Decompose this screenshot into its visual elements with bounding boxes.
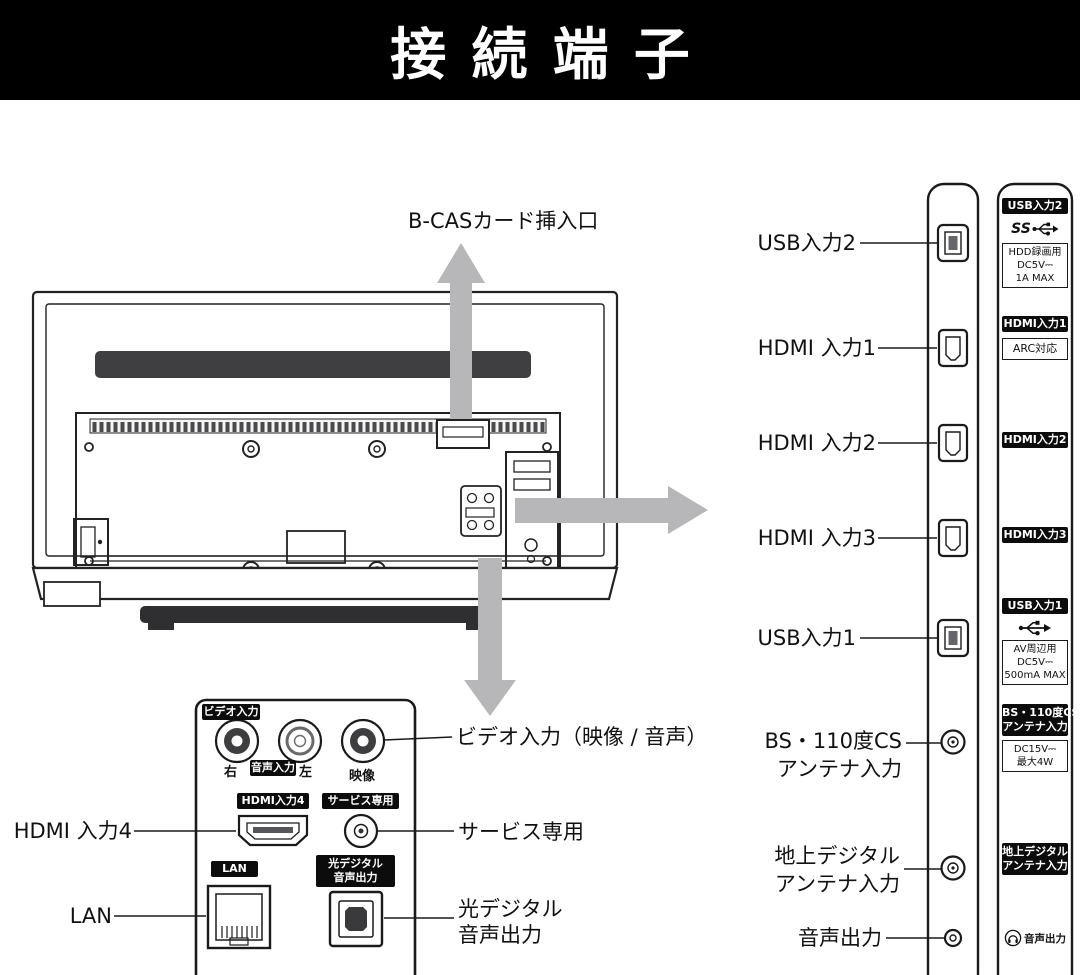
side-panel-strip [926, 182, 980, 975]
jack-label-video: 映像 [349, 769, 376, 784]
bottom-panel-box [194, 698, 417, 975]
callout-hdmi3: HDMI 入力3 [757, 526, 876, 550]
service-badge: サービス専用 [322, 793, 399, 809]
rca-jack-right [214, 718, 260, 764]
spec-hdmi3-badge: HDMI入力3 [1002, 527, 1068, 543]
spec-arc-note: ARC対応 [1002, 338, 1068, 360]
callout-hdmi4: HDMI 入力4 [13, 819, 132, 843]
rca-jack-left [277, 718, 323, 764]
tv-handle-bar [95, 351, 531, 378]
lan-badge: LAN [211, 861, 258, 877]
bottom-port-cluster [460, 485, 502, 537]
tv-rear-illustration [31, 290, 619, 630]
usb-icon [1002, 618, 1068, 638]
audio-input-badge: 音声入力 [250, 760, 296, 776]
rating-plate [286, 530, 346, 564]
bcas-arrow-icon [437, 243, 485, 430]
screw-hole [242, 440, 260, 458]
bottom-panel-arrow-icon [464, 558, 516, 716]
side-panel-arrow-icon [515, 486, 708, 534]
usb-trident-icon [1032, 222, 1059, 236]
jack-label-right: 右 [224, 765, 238, 780]
stand-pedestal [140, 606, 500, 623]
audio-out-port [943, 928, 963, 948]
rca-jack-video [340, 718, 386, 764]
usb1-port [936, 618, 970, 658]
header-bar: 接続端子 [0, 0, 1080, 100]
spec-usb1-badge: USB入力1 [1002, 598, 1068, 614]
hdmi3-port [937, 518, 969, 558]
spec-hdmi1-badge: HDMI入力1 [1002, 316, 1068, 332]
callout-bs-antenna: BS・110度CS アンテナ入力 [764, 729, 902, 781]
headphone-icon [1004, 929, 1022, 947]
callout-service: サービス専用 [458, 820, 584, 844]
callout-hdmi2: HDMI 入力2 [757, 431, 876, 455]
usb2-port [936, 223, 970, 263]
spec-bs-badge: BS・110度CS アンテナ入力 [1002, 704, 1079, 736]
leader-lines [114, 242, 944, 939]
spec-usb2-badge: USB入力2 [1002, 198, 1068, 214]
callout-audio-out: 音声出力 [798, 926, 882, 950]
jack-label-left: 左 [299, 765, 313, 780]
callout-usb1: USB入力1 [757, 626, 856, 650]
page-title: 接続端子 [390, 22, 715, 88]
optical-port [328, 890, 384, 948]
bs-antenna-port [940, 729, 966, 755]
service-port [343, 813, 379, 849]
callout-hdmi1: HDMI 入力1 [757, 336, 876, 360]
left-bracket [73, 518, 109, 566]
spec-bs-info: DC15V⎓ 最大4W [1002, 740, 1068, 772]
callout-lan: LAN [69, 904, 112, 928]
spec-audio-out: 音声出力 [1000, 928, 1070, 948]
hdmi1-port [937, 328, 969, 368]
spec-usb1-info: AV周辺用 DC5V⎓ 500mA MAX [1002, 640, 1068, 685]
spec-strip-outline [996, 182, 1074, 975]
callout-terrestrial-antenna: 地上デジタル アンテナ入力 [774, 844, 900, 896]
callout-video-input: ビデオ入力（映像 / 音声） [456, 725, 708, 749]
hdmi4-badge: HDMI入力4 [237, 793, 309, 809]
stand-foot [148, 622, 174, 630]
terrestrial-antenna-port [940, 855, 966, 881]
screw-hole [368, 440, 386, 458]
callout-usb2: USB入力2 [757, 231, 856, 255]
hdmi4-port [237, 814, 309, 847]
spec-hdmi2-badge: HDMI入力2 [1002, 432, 1068, 448]
bcas-label: B-CASカード挿入口 [408, 209, 599, 233]
vent-strip [89, 418, 547, 434]
tv-stand [31, 566, 619, 601]
callout-optical: 光デジタル 音声出力 [458, 897, 563, 947]
bcas-slot [436, 419, 490, 449]
video-input-badge: ビデオ入力 [202, 704, 260, 720]
hdmi2-port [937, 423, 969, 463]
ss-usb-icon: SS [1002, 219, 1068, 239]
lan-port [206, 884, 272, 950]
optical-badge: 光デジタル 音声出力 [316, 855, 395, 887]
spec-usb2-info: HDD録画用 DC5V⎓ 1A MAX [1002, 243, 1068, 288]
spec-terrestrial-badge: 地上デジタル アンテナ入力 [1002, 843, 1068, 875]
